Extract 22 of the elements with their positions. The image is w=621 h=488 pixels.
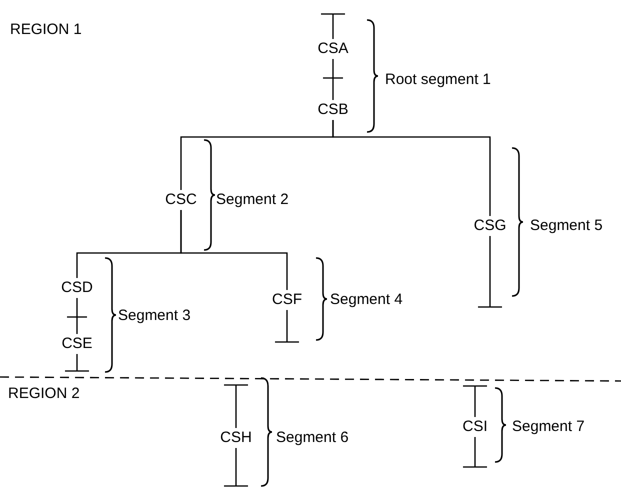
control-section-label: CSE <box>62 334 92 354</box>
control-section-label: CSH <box>220 428 252 448</box>
tree-connector <box>332 120 491 216</box>
segment-label: Segment 3 <box>118 306 191 326</box>
control-section-label: CSG <box>474 216 506 236</box>
tree-connector <box>180 210 288 290</box>
control-section-label: CSA <box>318 39 348 59</box>
control-section-label: CSI <box>462 417 488 437</box>
segment-label: Segment 2 <box>216 190 289 210</box>
segment-label: Root segment 1 <box>385 70 491 90</box>
region-label: REGION 2 <box>8 384 80 404</box>
segment-label: Segment 6 <box>276 428 349 448</box>
segment-label: Segment 7 <box>512 417 585 437</box>
control-section-label: CSB <box>318 100 348 120</box>
segment-label: Segment 4 <box>330 290 403 310</box>
control-section-label: CSD <box>61 278 93 298</box>
control-section-label: CSC <box>165 190 197 210</box>
tree-connector <box>76 298 78 334</box>
region-label: REGION 1 <box>10 20 82 40</box>
tree-connector <box>332 59 334 100</box>
segment-label: Segment 5 <box>530 216 603 236</box>
control-section-label: CSF <box>272 290 302 310</box>
